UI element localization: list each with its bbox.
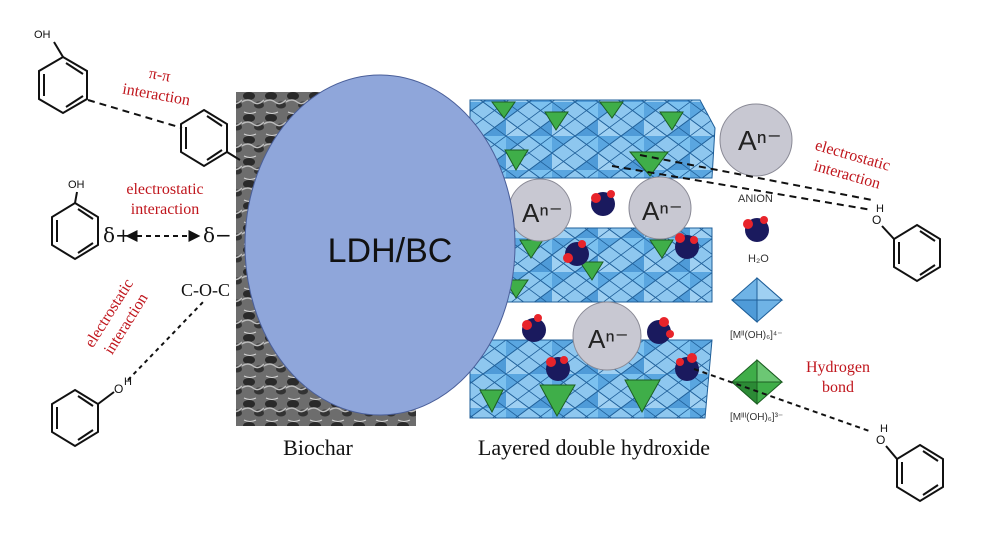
- layer-anion-label-2: Aⁿ⁻: [642, 196, 683, 226]
- svg-text:interaction: interaction: [131, 201, 199, 218]
- coo-label: C-O-C: [181, 280, 230, 300]
- svg-text:bond: bond: [822, 379, 854, 396]
- phenol-right-bottom-o: O: [876, 433, 885, 447]
- electrostatic-rotated-label: electrostatic interaction: [82, 276, 152, 357]
- phenol-top-left-oh: OH: [34, 29, 51, 41]
- ldh-legend: Aⁿ⁻ ANION H₂O [Mᴵᴵ(OH)₆]⁴⁻ [Mᴵᴵᴵ(OH)₆]³⁻: [719, 103, 793, 423]
- pi-pi-dash: [87, 99, 183, 129]
- legend-anion-symbol: Aⁿ⁻: [738, 125, 782, 156]
- ldh-bc-label: LDH/BC: [328, 232, 453, 270]
- legend-anion-label: ANION: [738, 193, 773, 205]
- legend-anion-circle: [719, 103, 793, 177]
- phenol-right-top-h: H: [876, 203, 884, 215]
- electrostatic-right-label: electrostatic interaction: [812, 137, 892, 193]
- coo-dash: [127, 299, 206, 381]
- svg-text:electrostatic: electrostatic: [126, 181, 203, 198]
- delta-minus: δ−: [203, 223, 232, 247]
- pi-pi-label: π-π interaction: [121, 65, 191, 110]
- phenol-middle-left-oh: OH: [68, 179, 85, 191]
- svg-text:interaction: interaction: [121, 81, 191, 110]
- phenol-right-top: [881, 223, 941, 283]
- phenol-bottom-left-h: H: [124, 376, 132, 388]
- phenol-right-bottom-h: H: [880, 423, 888, 435]
- water-molecules: [522, 190, 699, 381]
- phenol-right-bottom: [885, 443, 944, 503]
- hydrogen-bond-dash: [693, 368, 873, 433]
- delta-plus: δ+: [103, 223, 132, 247]
- biochar-caption: Biochar: [283, 435, 353, 460]
- legend-m2-label: [Mᴵᴵ(OH)₆]⁴⁻: [730, 330, 783, 341]
- phenol-right-top-o: O: [872, 213, 881, 227]
- right-top-dash-2: [639, 154, 873, 201]
- phenol-bottom-left: [51, 388, 115, 448]
- electrostatic-left-label: electrostatic interaction: [126, 181, 203, 218]
- legend-water-icon: [743, 216, 769, 242]
- layer-anion-label-3: Aⁿ⁻: [588, 324, 629, 354]
- svg-text:π-π: π-π: [148, 65, 172, 85]
- legend-blue-octahedron: [730, 276, 784, 324]
- ldh-bc-ellipse: [244, 74, 516, 416]
- layer-anion-label-1: Aⁿ⁻: [522, 198, 563, 228]
- phenol-top-left: [38, 41, 88, 115]
- phenol-bottom-left-o: O: [114, 382, 123, 396]
- hydrogen-bond-label: Hydrogen bond: [806, 359, 870, 396]
- svg-text:Hydrogen: Hydrogen: [806, 359, 870, 376]
- phenol-pi-partner: [180, 108, 241, 168]
- right-top-dash-1: [611, 165, 873, 211]
- legend-m3-label: [Mᴵᴵᴵ(OH)₆]³⁻: [730, 412, 783, 423]
- phenol-middle-left: [51, 191, 99, 261]
- legend-water-label: H₂O: [748, 253, 769, 265]
- ldh-caption: Layered double hydroxide: [478, 435, 710, 460]
- legend-green-octahedron: [730, 358, 784, 406]
